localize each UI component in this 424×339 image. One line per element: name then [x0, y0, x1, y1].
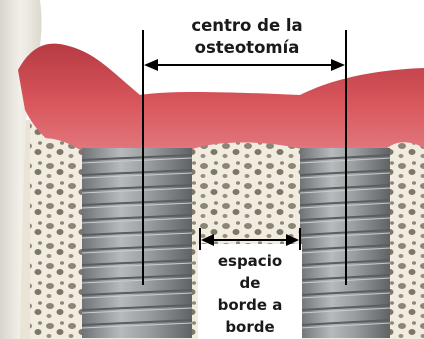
- label-espacio-line3: borde a: [218, 296, 283, 314]
- label-espacio-line1: espacio: [218, 252, 282, 270]
- bone-crest-left: [30, 138, 80, 339]
- implant-left: [82, 148, 192, 338]
- arrowhead-left-top: [144, 59, 158, 71]
- arrowhead-right-top: [331, 59, 345, 71]
- bone-crest-right: [385, 142, 424, 339]
- label-centro-line1: centro de la: [191, 16, 302, 35]
- label-espacio-line4: borde: [225, 318, 274, 336]
- label-centro-line2: osteotomía: [195, 38, 300, 57]
- label-espacio-line2: de: [240, 274, 261, 292]
- gingiva: [18, 44, 424, 155]
